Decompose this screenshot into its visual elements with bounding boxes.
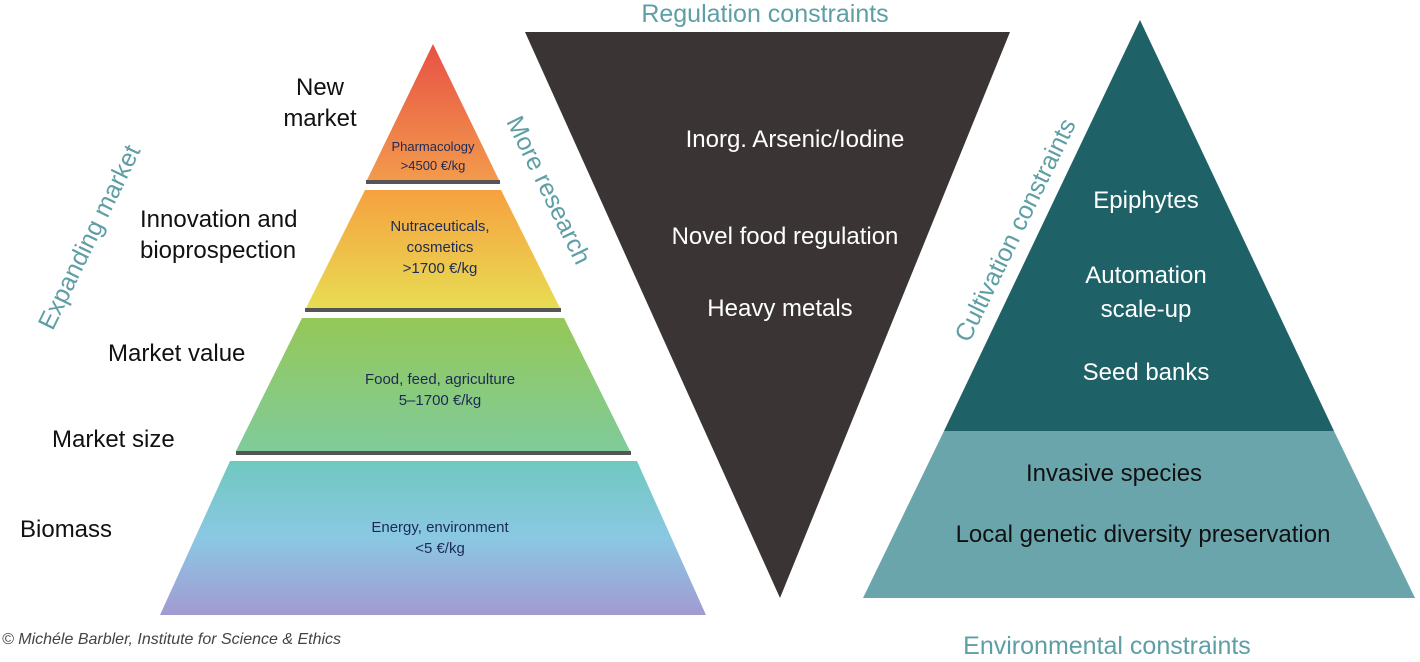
regulation-item-arsenic: Inorg. Arsenic/Iodine [685, 126, 905, 153]
cultivation-item-automation: Automation scale-up [1046, 259, 1246, 327]
label-innovation: Innovation and bioprospection [140, 204, 320, 266]
label-innovation-line1: Innovation and [140, 206, 298, 233]
tier-nutraceuticals-text: Nutraceuticals, cosmetics >1700 €/kg [340, 216, 540, 279]
label-new-market-line1: New [295, 74, 344, 101]
regulation-item-novel-food: Novel food regulation [671, 223, 899, 250]
tier-food-feed-value: 5–1700 €/kg [398, 392, 482, 409]
regulation-triangle [525, 32, 1010, 598]
tier-energy-text: Energy, environment <5 €/kg [325, 517, 555, 559]
tier-nutraceuticals [306, 190, 560, 308]
regulation-constraints-title: Regulation constraints [641, 0, 889, 28]
cultivation-item-automation-line1: Automation [1085, 262, 1207, 289]
tier-energy-name: Energy, environment [371, 519, 509, 536]
tier-pharmacology [367, 44, 499, 180]
label-market-value: Market value [108, 340, 246, 367]
tier-nutraceuticals-name2: cosmetics [406, 239, 474, 256]
label-biomass: Biomass [20, 516, 113, 543]
cultivation-triangle [944, 20, 1334, 431]
tier-divider [366, 180, 500, 184]
label-new-market: New market [260, 72, 380, 134]
tier-nutraceuticals-name: Nutraceuticals, [390, 218, 490, 235]
tier-energy-value: <5 €/kg [415, 540, 465, 557]
tier-divider [305, 308, 561, 312]
regulation-item-heavy-metals: Heavy metals [707, 295, 853, 322]
tier-food-feed-text: Food, feed, agriculture 5–1700 €/kg [325, 369, 555, 411]
tier-pharmacology-value: >4500 €/kg [400, 158, 466, 173]
environmental-item-invasive: Invasive species [1025, 460, 1203, 487]
label-market-size: Market size [52, 426, 175, 453]
environmental-constraints-title: Environmental constraints [963, 632, 1251, 660]
tier-food-feed [236, 318, 630, 451]
label-innovation-line2: bioprospection [140, 237, 297, 264]
tier-divider [236, 451, 631, 455]
tier-food-feed-name: Food, feed, agriculture [364, 371, 516, 388]
tier-pharmacology-name: Pharmacology [391, 139, 475, 154]
cultivation-item-seed-banks: Seed banks [1082, 359, 1210, 386]
image-credit: © Michéle Barbler, Institute for Science… [2, 631, 342, 648]
environmental-item-diversity: Local genetic diversity preservation [955, 521, 1331, 548]
tier-nutraceuticals-value: >1700 €/kg [402, 260, 478, 277]
label-new-market-line2: market [283, 105, 357, 132]
cultivation-item-automation-line2: scale-up [1100, 296, 1192, 323]
tier-energy [160, 461, 706, 615]
cultivation-item-epiphytes: Epiphytes [1093, 187, 1199, 214]
tier-pharmacology-text: Pharmacology >4500 €/kg [366, 137, 500, 175]
environmental-trapezoid [863, 431, 1415, 598]
